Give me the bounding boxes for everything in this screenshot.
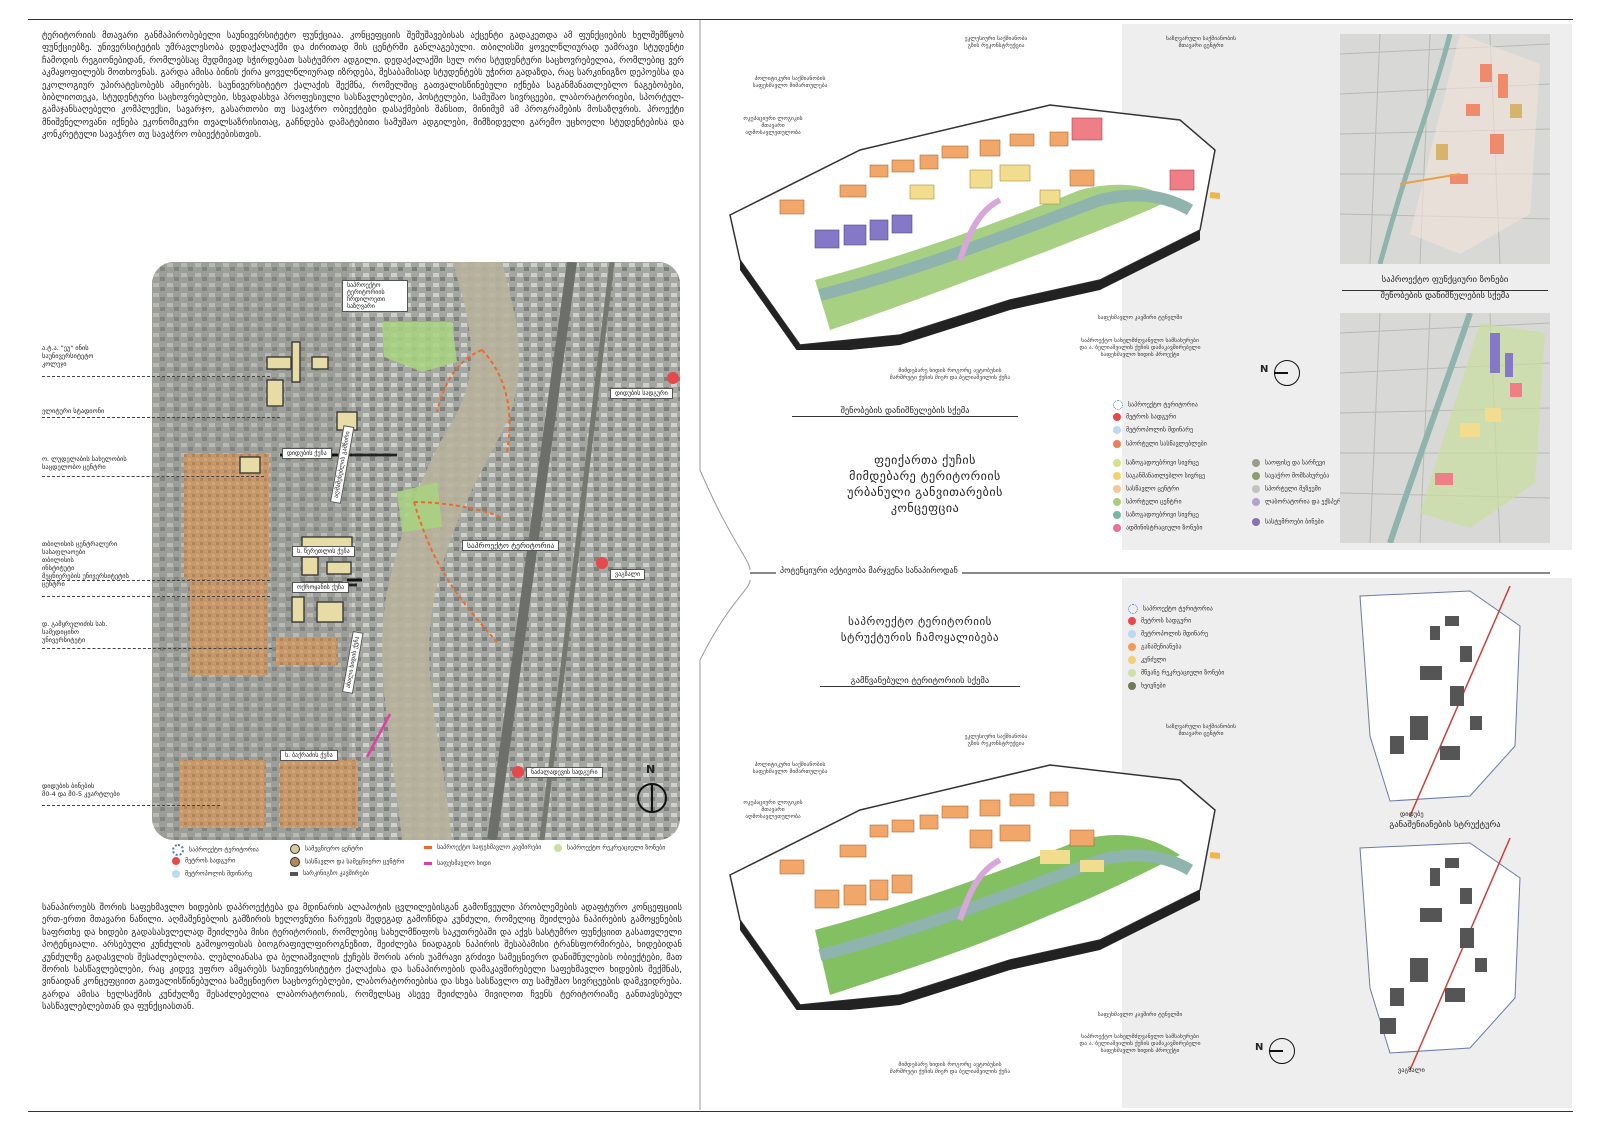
legend-c-6: ხეივნები — [1128, 682, 1166, 690]
top-rule — [28, 19, 1573, 20]
leader-tsu-2 — [42, 596, 270, 597]
legend-b-2: სპორტული მუზეუმი — [1252, 485, 1321, 493]
legend-c-3: განაშენიანება — [1128, 643, 1182, 651]
map-legend-item-0: საპროექტო ტერიტორია — [172, 844, 259, 856]
legend-a-3: სპორტული სასწავლებლები — [1113, 440, 1207, 448]
callout-bottom-7: საპროექტო სახელმძღვანელო სამსახურები და … — [1079, 1034, 1201, 1054]
site-label: საპროექტო ტერიტორია — [462, 540, 560, 551]
caption-structure: განაშენიანების სტრუქტურა — [1389, 820, 1501, 830]
map-legend-item-4: სასწავლო და სამეცნიერო ცენტრი — [290, 857, 404, 867]
intro-text-2: საუნივერსიტეტო ქალაქის შექმნა, რომელშიც … — [42, 80, 684, 116]
callout-bottom-3: ეკლესიური საქმიანობა გზის რეკონსტრუქცია — [964, 734, 1028, 747]
bottom-rule — [28, 1111, 1573, 1112]
label-tsu: თბილისის ცენტრალური სასაფლაოები თბილისის… — [42, 540, 129, 588]
leader-school — [42, 476, 264, 477]
bottom-text-2: ლუბლიანასა და ბელიაშვილის ქუჩებს შორის ა… — [42, 952, 682, 1013]
map-legend-item-3: სამეცნიერო ცენტრი — [290, 844, 363, 854]
map-legend-item-2: მეტროპოლის მდინარე — [172, 870, 252, 878]
map-tag-street4: ს. ბაქრაძის ქუჩა — [280, 750, 338, 761]
legend-c-2: მეტროპოლის მდინარე — [1128, 630, 1208, 638]
map-tag-street3: ოქროყანის ქუჩა — [292, 582, 350, 593]
callout-bottom-2: ოკუპაციური ლოგიკის მთავარი აღმოსავლეთულო… — [743, 800, 803, 820]
map-north-label: N — [646, 763, 656, 776]
legend-c-1: მეტროს სადგური — [1128, 617, 1191, 625]
bottom-text-1: სანაპიროებს შორის საფეხმავლო ხიდების დაპ… — [42, 903, 682, 963]
legend-b-0: საოფისე და სარჩევი — [1252, 459, 1325, 467]
callout-top-2: ოკუპაციური ლოგიკის მთავარი აღმოსავლეთულო… — [743, 116, 803, 136]
callout-bottom-6: საფეხმავლო კავშირი ტუნელში — [1097, 1012, 1183, 1018]
legend-a-1: მეტროს სადგური — [1113, 413, 1176, 421]
callout-top-8: მიმდებარე ხიდის როგორც ავტობუსის მარშრუტ… — [889, 368, 1011, 381]
callout-top-6: საფეხმავლო კავშირი ტუნელში — [1097, 315, 1183, 321]
map-tag-street2: ს. წერეთლის ქუჩა — [292, 546, 355, 557]
legend-a-7: სპორტული ცენტრი — [1113, 498, 1182, 506]
leader-housing — [42, 805, 220, 806]
label-cadet: დ. გამყრელიძის სახ. სამედიცინო უნივერსიტ… — [42, 620, 108, 644]
axonometric-plan-bottom — [729, 764, 1220, 1010]
legend-b-1: სავაჭრო მომსახურება — [1252, 472, 1329, 480]
callout-bottom-8: მიმდებარე ხიდის როგორც ავტობუსის მარშრუტ… — [889, 1062, 1011, 1075]
structure-map-2 — [1359, 838, 1521, 1070]
map-legend-item-6: საპროექტო საფეხმავლო კავშირები — [424, 844, 541, 851]
map-legend-item-7: საფეხმავლო ხიდი — [424, 860, 491, 867]
metro-label-3: ნაძალადევის სადგური — [526, 767, 603, 778]
legend-a-5: საგანმანათლებლო სივრცე — [1113, 472, 1205, 480]
metro-label-2: ვაგზალი — [610, 569, 646, 580]
callout-top-1: პოლიტიკური საქმიანობის საფეხმავლო მიმართ… — [752, 76, 828, 89]
caption-zones-1: საპროექტო ფუნქციური ზონები — [1381, 275, 1509, 285]
structure-subtitle: გამწვანებული ტერიტორიის სქემა — [820, 676, 1020, 687]
map-tag-top: საპროექტო ტერიტორიის ჩრდილოეთი საზღვარი — [342, 280, 408, 312]
legend-a-8: საზოგადოებრივი სივრცე — [1113, 511, 1199, 519]
structure-map-1 — [1359, 586, 1521, 816]
callout-top-3: ეკლესიური საქმიანობა გზის რეკონსტრუქცია — [964, 36, 1028, 49]
leader-stadium — [42, 417, 280, 418]
label-housing: დიდუბის ბინების მ0-4 და მ0-5 კვარტლები — [42, 782, 120, 798]
leader-cadet — [42, 648, 272, 649]
legend-a-4: საზოგადოებრივი სივრცე — [1113, 459, 1199, 467]
label-school: ო. ლუდელაბის სახელობის საცდელობო ცენტრი — [42, 455, 127, 471]
site-aerial-map: საპროექტო ტერიტორიის ჩრდილოეთი საზღვარი … — [152, 262, 680, 840]
callout-top-4: საზღვარული საქმიანობის მთავარი ცენტრი — [1166, 36, 1236, 49]
legend-b-4: სასტუმროები ბინები — [1252, 518, 1324, 526]
active-banner: პოტენციური აქტივობა მარჯვენა სანაპიროდან — [776, 566, 962, 575]
intro-text-1: ტერიტორიის მთავარი განმაპირობებელი საუნი… — [42, 31, 684, 91]
leader-tsu-1 — [42, 580, 270, 581]
callout-top-7: საპროექტო სახელმძღვანელო სამსახურები და … — [1079, 338, 1201, 358]
callout-bottom-4: საზღვარული საქმიანობის მთავარი ცენტრი — [1166, 724, 1236, 737]
legend-c-5: მწვანე რეკრეაციული ზონები — [1128, 669, 1224, 677]
structure-label-1: დიდუბე — [1400, 810, 1424, 818]
map-legend-item-5: სარკინიგზო კავშირები — [290, 870, 369, 877]
structure-title: საპროექტო ტერიტორიის სტრუქტურის ჩამოყალი… — [840, 615, 1000, 644]
project-title: ფეიქართა ქუჩის მიმდებარე ტერიტორიის ურბა… — [847, 453, 1003, 515]
legend-a-0: საპროექტო ტერიტორია — [1113, 400, 1198, 410]
legend-c-0: საპროექტო ტერიტორია — [1128, 604, 1213, 614]
label-stadium: ელიტური სტადიონი — [42, 407, 105, 415]
legend-a-9: ადმინისტრაციული ზონები — [1113, 524, 1203, 532]
structure-label-2: ვაგზალი — [1398, 1066, 1425, 1074]
legend-b-3: ლაბორატორია და ექსპერიმენტული — [1252, 498, 1371, 506]
legend-a-6: სასწავლო ცენტრი — [1113, 485, 1179, 493]
caption-zones-2: შენობების დანიშნულების სქემა — [1342, 290, 1548, 301]
label-univ: ა.ტ.ა. "ეუ" ინის საუნივერსიტეტო კოლეჯი — [42, 344, 94, 368]
bottom-paragraph: სანაპიროებს შორის საფეხმავლო ხიდების დაპ… — [42, 902, 682, 1014]
map-legend-item-8: საპროექტო რეკრეაციული ზონები — [554, 844, 665, 852]
caption-plan-top: შენობების დანიშნულების სქემა — [792, 406, 1018, 417]
intro-text-3: პროექტი მნიშვნელოვანი იქნება ეკონომიკური… — [42, 105, 684, 141]
map-tag-street1: დიდუბის ქუჩა — [282, 448, 332, 459]
legend-c-4: კუნძული — [1128, 656, 1166, 664]
metro-label-1: დიდუბის სადგური — [610, 388, 673, 399]
legend-a-2: მეტროპოლის მდინარე — [1113, 426, 1193, 434]
zone-map-1 — [1340, 34, 1550, 264]
zone-map-2 — [1340, 313, 1550, 543]
intro-paragraph: ტერიტორიის მთავარი განმაპირობებელი საუნი… — [42, 30, 684, 142]
map-legend-item-1: მეტროს სადგური — [172, 857, 235, 865]
callout-bottom-1: პოლიტიკური საქმიანობის საფეხმავლო მიმართ… — [752, 762, 828, 775]
axonometric-plan-top — [729, 104, 1220, 350]
leader-univ — [42, 376, 270, 377]
aerial-photo — [152, 262, 680, 840]
